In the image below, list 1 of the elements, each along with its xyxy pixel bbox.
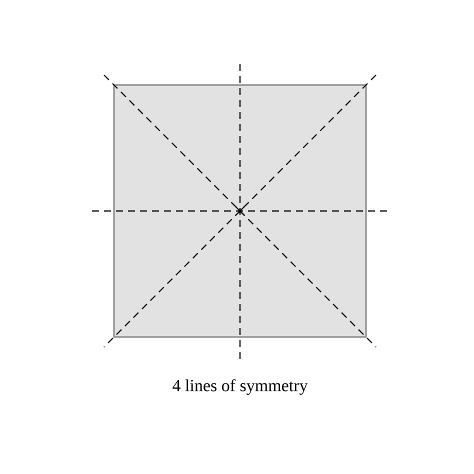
caption: 4 lines of symmetry (172, 379, 308, 395)
